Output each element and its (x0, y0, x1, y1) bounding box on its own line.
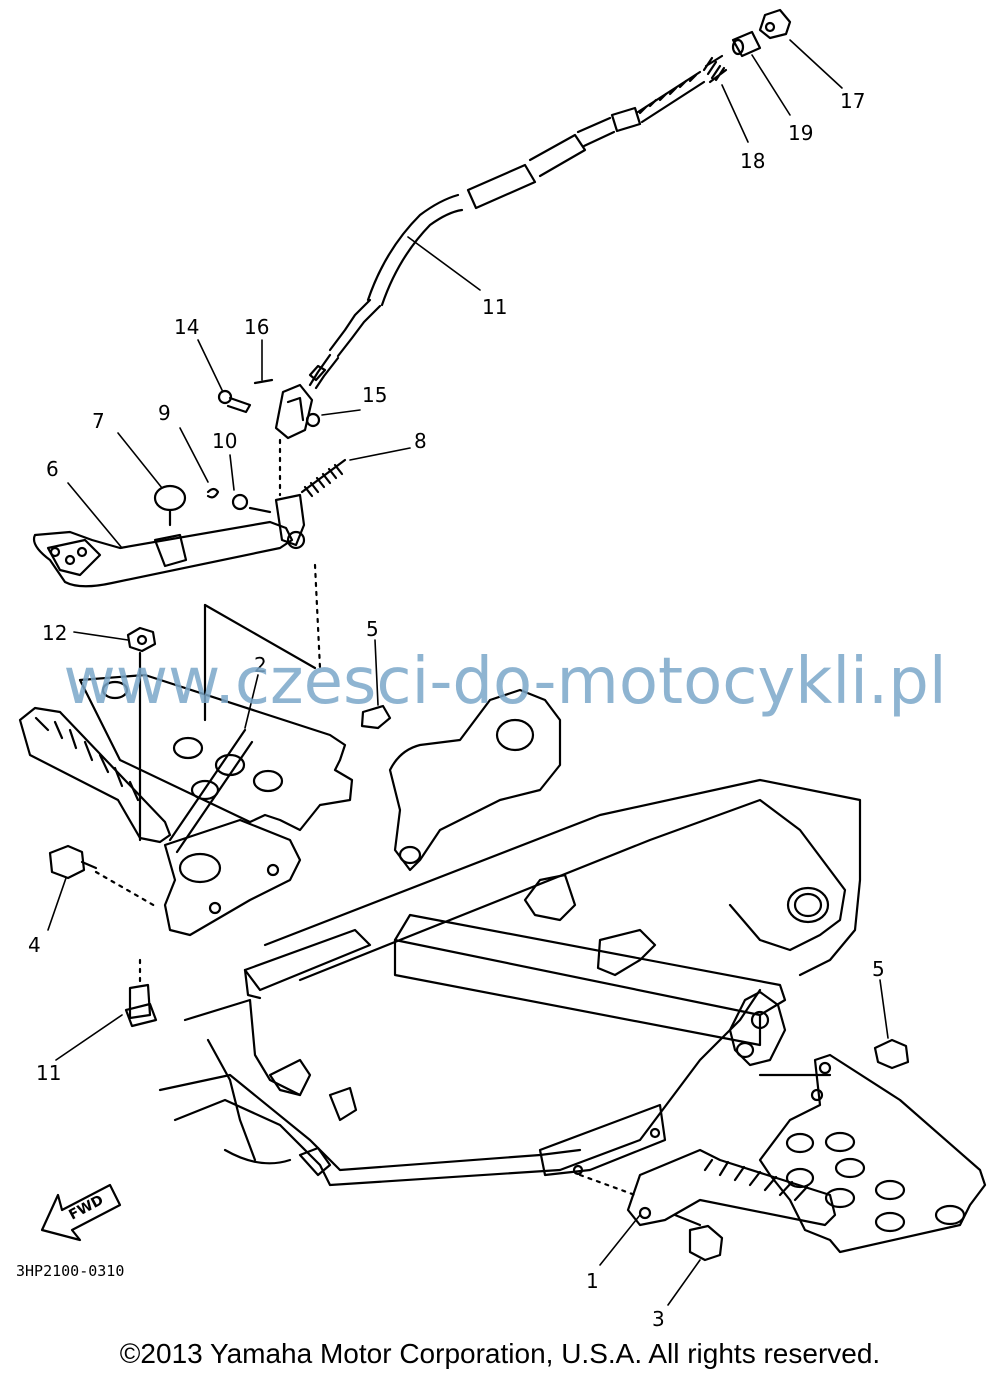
fwd-arrow-icon (40, 1183, 122, 1242)
drawing-code: 3HP2100-0310 (16, 1262, 124, 1280)
callout-9: 9 (158, 401, 171, 425)
callout-4: 4 (28, 933, 41, 957)
callout-5-right: 5 (872, 957, 885, 981)
leader-lines (47, 39, 889, 1306)
callout-7: 7 (92, 409, 105, 433)
brake-pedal-6 (32, 438, 306, 588)
callout-2: 2 (254, 653, 267, 677)
return-spring-8 (300, 458, 347, 498)
right-footrest-assembly (626, 1038, 987, 1262)
callout-10: 10 (212, 429, 237, 453)
callout-5-left: 5 (366, 617, 379, 641)
brake-cable (308, 70, 706, 390)
frame (158, 688, 862, 1197)
callout-18: 18 (740, 149, 765, 173)
joint-17 (758, 8, 792, 40)
clevis-assembly (217, 364, 327, 440)
callout-1: 1 (586, 1269, 599, 1293)
copyright-notice: ©2013 Yamaha Motor Corporation, U.S.A. A… (119, 1338, 881, 1369)
callout-11-top: 11 (482, 295, 507, 319)
callout-19: 19 (788, 121, 813, 145)
callout-12: 12 (42, 621, 67, 645)
left-footrest-bracket-2 (18, 563, 354, 937)
callout-16: 16 (244, 315, 269, 339)
callout-3: 3 (652, 1307, 665, 1331)
watermark: www.czesci-do-motocykli.pl (63, 645, 947, 719)
spring-18 (702, 54, 728, 84)
callout-8: 8 (414, 429, 427, 453)
adjuster-19 (731, 30, 762, 58)
callout-11-bottom: 11 (36, 1061, 61, 1085)
fasteners-left (48, 626, 392, 1028)
callout-6: 6 (46, 457, 59, 481)
callout-15: 15 (362, 383, 387, 407)
callout-17: 17 (840, 89, 865, 113)
callout-14: 14 (174, 315, 199, 339)
